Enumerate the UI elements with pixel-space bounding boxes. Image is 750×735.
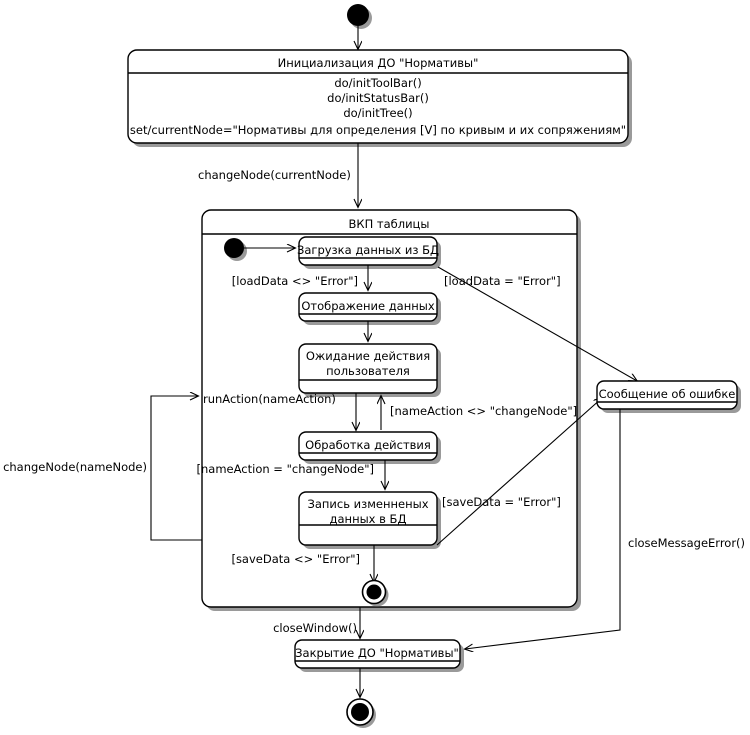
- final-state-final: [346, 698, 376, 728]
- state-initialization-line1: do/initToolBar(): [334, 76, 421, 90]
- transition-save-error: [436, 398, 602, 546]
- state-wait-action-title-line1: Ожидание действия: [306, 349, 430, 363]
- initial-state-start: [347, 4, 372, 29]
- state-wait-action: [298, 343, 441, 397]
- state-process-action: [298, 431, 441, 464]
- edge-label-save-ok: [saveData <> "Error"]: [231, 552, 360, 566]
- transition-load-error: [437, 266, 637, 381]
- state-save-data: [298, 491, 441, 549]
- edge-label-close-window: closeWindow(): [273, 621, 357, 635]
- state-save-data-title-line2: данных в БД: [330, 512, 407, 526]
- state-load-data-title: Загрузка данных из БД: [297, 243, 439, 257]
- state-save-data-title-line1: Запись изменненых: [307, 497, 428, 511]
- edge-label-name-action-eq: [nameAction = "changeNode"]: [197, 462, 374, 476]
- edge-label-load-ok: [loadData <> "Error"]: [232, 274, 358, 288]
- state-initialization-line4: set/currentNode="Нормативы для определен…: [130, 123, 626, 137]
- state-close-do: [294, 639, 464, 672]
- state-show-data-title: Отображение данных: [301, 299, 435, 313]
- composite-state-title: ВКП таблицы: [349, 217, 430, 231]
- state-initialization-line2: do/initStatusBar(): [327, 91, 429, 105]
- edge-label-save-error: [saveData = "Error"]: [442, 495, 561, 509]
- transition-change-node-name: [150, 396, 202, 541]
- edge-label-change-node-name: changeNode(nameNode): [3, 460, 147, 474]
- edge-label-load-error: [loadData = "Error"]: [444, 274, 561, 288]
- state-error-message: [596, 380, 741, 413]
- state-error-message-title: Сообщение об ошибке: [599, 387, 736, 401]
- edge-label-name-action-ne: [nameAction <> "changeNode"]: [390, 404, 577, 418]
- state-close-do-title: Закрытие ДО "Нормативы": [295, 646, 459, 660]
- transition-close-message-error: [465, 409, 621, 649]
- state-show-data: [298, 292, 441, 325]
- edge-label-close-message-error: closeMessageError(): [628, 536, 745, 550]
- state-load-data: [298, 236, 441, 269]
- final-state-inner: [361, 579, 389, 607]
- edge-label-change-node-current: changeNode(currentNode): [198, 168, 351, 182]
- state-initialization-line3: do/initTree(): [343, 106, 412, 120]
- state-wait-action-title-line2: пользователя: [326, 364, 410, 378]
- state-initialization: [127, 49, 632, 147]
- state-initialization-title: Инициализация ДО "Нормативы": [278, 56, 479, 70]
- state-process-action-title: Обработка действия: [305, 438, 431, 452]
- initial-state-inner: [224, 238, 247, 261]
- edge-label-run-action: runAction(nameAction): [203, 392, 336, 406]
